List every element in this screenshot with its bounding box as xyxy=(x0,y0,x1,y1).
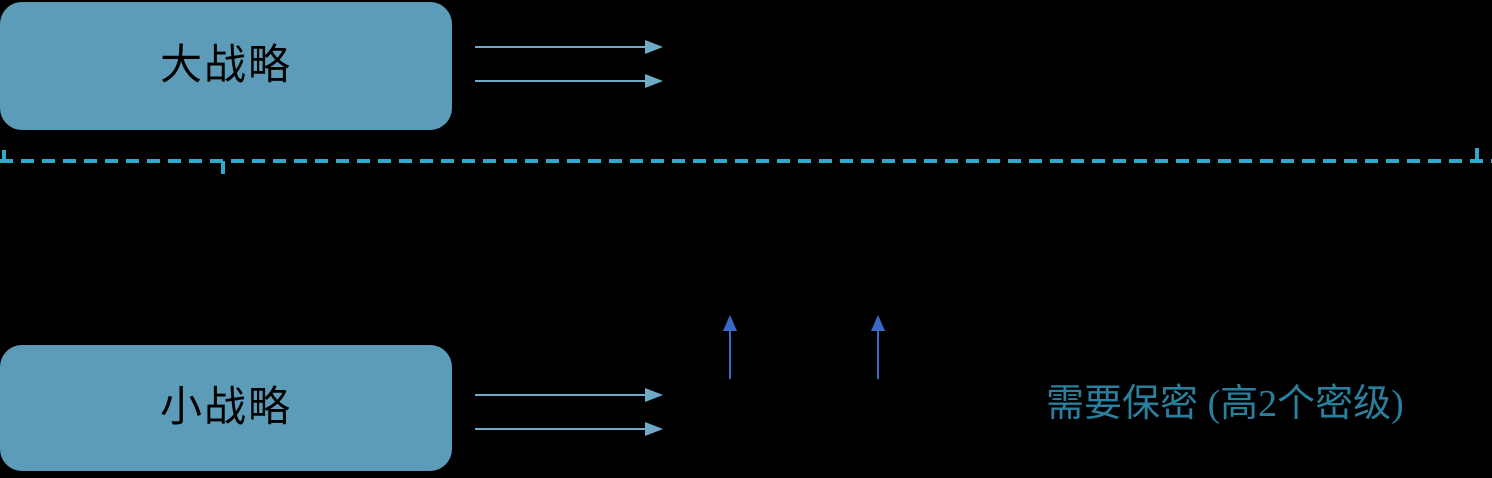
vertical-arrow-2 xyxy=(871,315,885,379)
arrow-head-right-icon xyxy=(645,40,663,54)
grand-strategy-box[interactable]: 大战略 xyxy=(0,2,452,130)
top-arrow-1 xyxy=(475,40,663,54)
arrow-head-right-icon xyxy=(645,74,663,88)
vertical-arrow-1 xyxy=(723,315,737,379)
arrow-shaft xyxy=(877,321,879,379)
top-arrow-2 xyxy=(475,74,663,88)
arrow-shaft xyxy=(475,80,645,82)
dashed-divider xyxy=(0,159,1492,163)
arrow-shaft xyxy=(475,46,645,48)
arrow-shaft xyxy=(729,321,731,379)
bottom-arrow-2 xyxy=(475,422,663,436)
arrow-head-right-icon xyxy=(645,422,663,436)
bottom-arrow-1 xyxy=(475,388,663,402)
small-strategy-label: 小战略 xyxy=(159,385,292,431)
arrow-head-right-icon xyxy=(645,388,663,402)
secrecy-annotation: 需要保密 (高2个密级) xyxy=(1046,383,1404,425)
divider-tick-right xyxy=(1475,148,1479,162)
arrow-shaft xyxy=(475,394,645,396)
arrow-shaft xyxy=(475,428,645,430)
grand-strategy-label: 大战略 xyxy=(159,43,292,89)
small-strategy-box[interactable]: 小战略 xyxy=(0,345,452,471)
divider-tick-left xyxy=(2,150,6,162)
divider-tick-middle xyxy=(221,161,225,174)
